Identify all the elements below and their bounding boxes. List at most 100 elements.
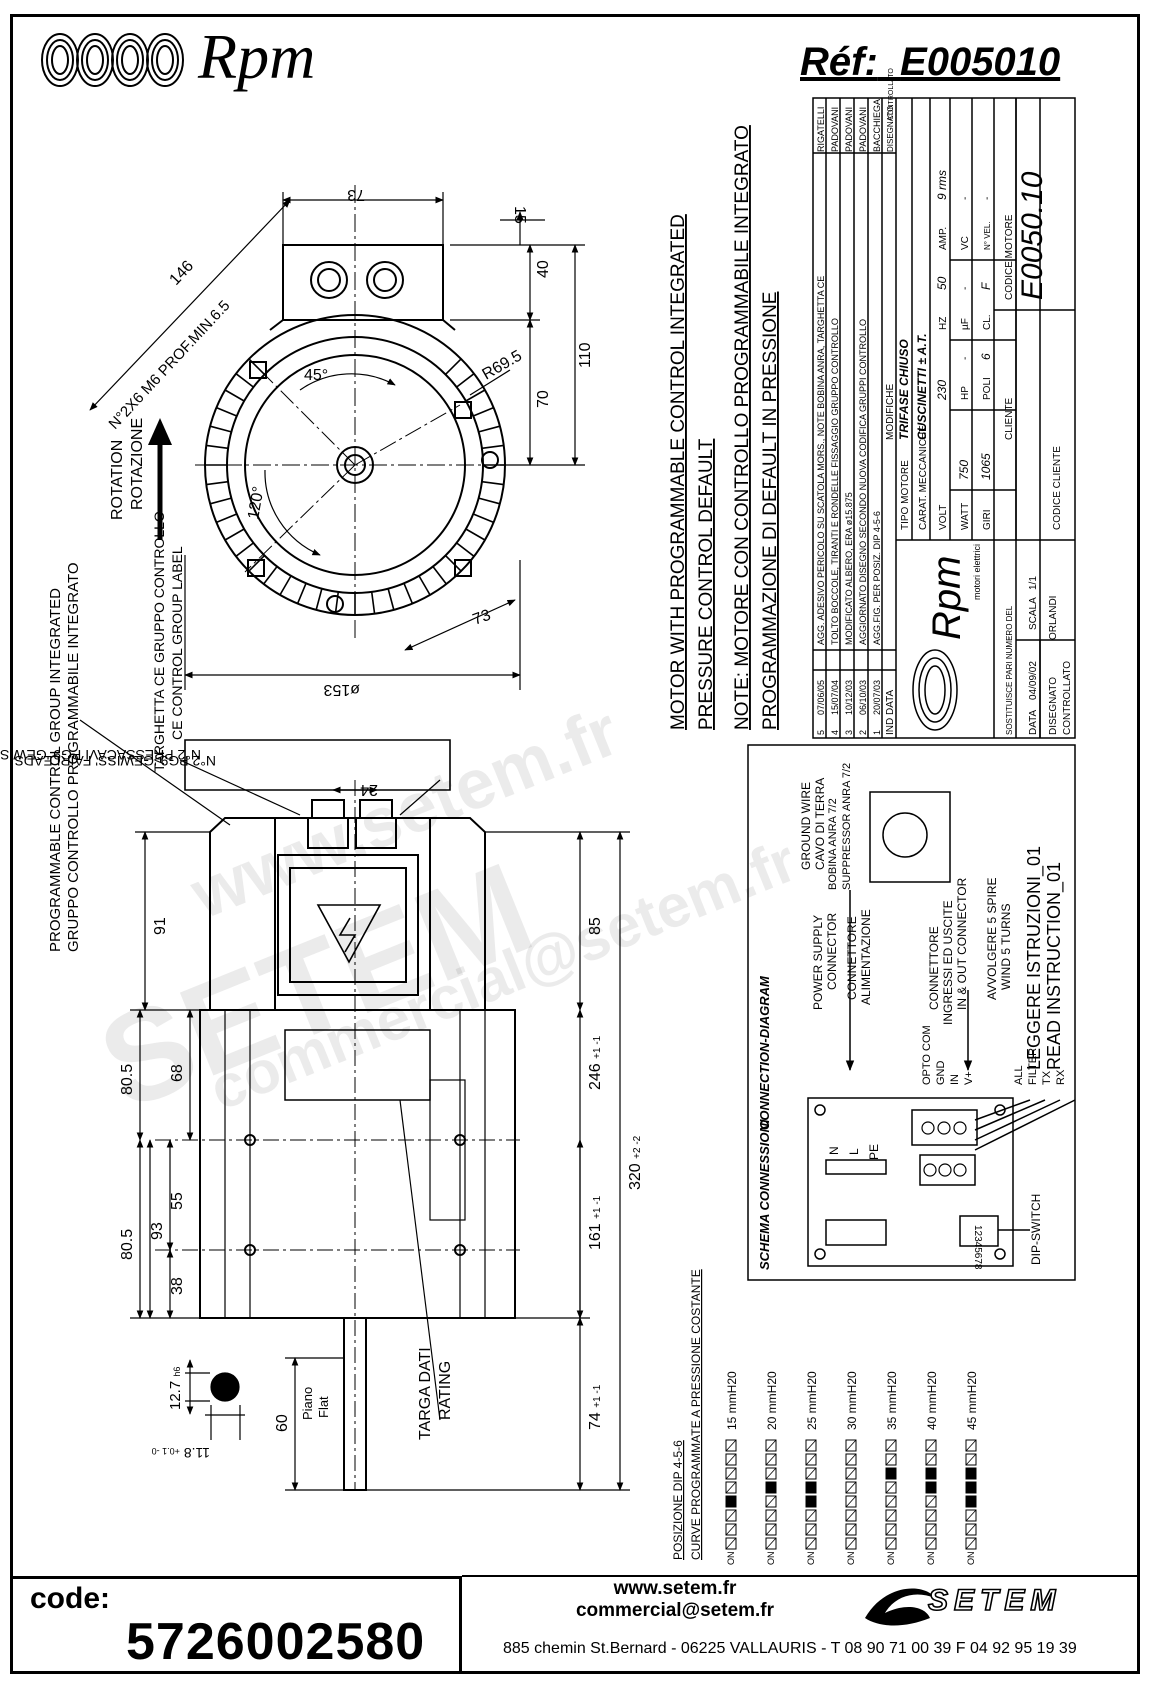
dip-switch-hatch bbox=[885, 1439, 897, 1452]
front-view bbox=[195, 185, 520, 640]
dim-60: 60 bbox=[274, 1414, 291, 1432]
dip-switch-cell bbox=[965, 1495, 977, 1508]
data: 04/09/02 bbox=[1028, 661, 1039, 700]
note-line-3: NOTE: MOTORE CON CONTROLLO PROGRAMMABILE… bbox=[732, 125, 753, 730]
scala-label: SCALA bbox=[1028, 597, 1039, 630]
curve-label: 15 mmH20 bbox=[725, 1371, 739, 1430]
cable-en: N°2 PG9 'GEWISS' FAIRLEADS bbox=[14, 753, 216, 769]
website-link[interactable]: www.setem.fr bbox=[613, 1578, 737, 1599]
dim-11-8: 11.8 +0.1 -0 bbox=[152, 1445, 210, 1461]
curve-label: 35 mmH20 bbox=[885, 1371, 899, 1430]
dip-switch-hatch bbox=[805, 1537, 817, 1550]
dip-switch-hatch bbox=[805, 1467, 817, 1480]
read-it: LEGGERE ISTRUZIONI_01 bbox=[1024, 846, 1045, 1070]
dip-on-label: ON bbox=[846, 1552, 856, 1566]
wind-it: AVVOLGERE 5 SPIRE bbox=[985, 878, 999, 1001]
cooling-fin bbox=[209, 497, 232, 505]
dip-switch-hatch bbox=[845, 1509, 857, 1522]
dip-switch-hatch bbox=[925, 1523, 937, 1536]
serial-rx: RX bbox=[1055, 1069, 1067, 1085]
title-brand-sub: motori elettrici bbox=[972, 544, 982, 600]
schema-title-it: SCHEMA CONNESSIONI bbox=[757, 1119, 772, 1270]
poli-label: POLI bbox=[982, 377, 993, 400]
dip-on-label: ON bbox=[926, 1552, 936, 1566]
dim-80-5-a: 80.5 bbox=[119, 1064, 136, 1095]
curve-label: 45 mmH20 bbox=[965, 1371, 979, 1430]
rev-text: AGGIORNATO DISEGNO SECONDO NUOVA CODIFIC… bbox=[858, 319, 868, 645]
cooling-fin bbox=[403, 582, 414, 604]
drawing-frame bbox=[10, 14, 1140, 1674]
col-data: DATA bbox=[885, 689, 896, 715]
dim-246: 246 +1 -1 bbox=[587, 1035, 604, 1090]
hp: - bbox=[960, 357, 971, 360]
cooling-fin bbox=[206, 480, 229, 486]
coil-it: BOBINA ANRA 7/2 bbox=[827, 798, 839, 890]
dim-55: 55 bbox=[169, 1192, 186, 1210]
contact: www.setem.fr commercial@setem.fr bbox=[560, 1578, 790, 1622]
connection-texts: SCHEMA CONNESSIONI CONNECTION-DIAGRAM PO… bbox=[757, 763, 1067, 1270]
rev-date: 20/07/03 bbox=[872, 680, 882, 715]
cooling-fin bbox=[478, 425, 501, 433]
cooling-fin bbox=[370, 591, 376, 614]
dip-switch-hatch bbox=[965, 1509, 977, 1522]
dip-switch-cell bbox=[925, 1467, 937, 1480]
amp-label: AMP. bbox=[938, 227, 949, 250]
pcg-en: PROGRAMMABLE CONTROL GROUP INTEGRATED bbox=[47, 588, 64, 952]
email-link[interactable]: commercial@setem.fr bbox=[575, 1600, 775, 1621]
pin-gnd: GND bbox=[935, 1061, 947, 1086]
cooling-fin bbox=[465, 528, 486, 541]
dip-on-label: ON bbox=[806, 1552, 816, 1566]
dim-85: 85 bbox=[587, 917, 604, 935]
rev-ind: 1 bbox=[872, 730, 882, 735]
cooling-fin bbox=[481, 480, 504, 486]
dip-switch-hatch bbox=[765, 1495, 777, 1508]
side-dimensions bbox=[79, 719, 630, 1491]
dip-on-label: ON bbox=[886, 1552, 896, 1566]
ce-label-en: CE CONTROL GROUP LABEL bbox=[169, 546, 185, 740]
rev-text: AGG. ADESIVO PERICOLO SU SCATOLA MORS., … bbox=[816, 276, 826, 645]
curve-label: 20 mmH20 bbox=[765, 1371, 779, 1430]
dip-switch-hatch bbox=[845, 1523, 857, 1536]
giri-label: GIRI bbox=[982, 509, 993, 530]
dip-switch-hatch bbox=[885, 1509, 897, 1522]
dip-switch-cell bbox=[925, 1481, 937, 1494]
rev-ind: 2 bbox=[858, 730, 868, 735]
dip-switch-hatch bbox=[885, 1481, 897, 1494]
uf: - bbox=[960, 287, 971, 290]
cliente-label: CLIENTE bbox=[1004, 397, 1015, 440]
flat-en: Flat bbox=[316, 1396, 331, 1418]
dip-switch-hatch bbox=[965, 1523, 977, 1536]
terminal-n: N bbox=[827, 1146, 841, 1155]
dim-15: 15 bbox=[511, 206, 528, 224]
rev-text: MODIFICATO ALBERO, ERA ø15.875 bbox=[844, 492, 854, 645]
dip-numbers: 12345678 bbox=[972, 1225, 983, 1270]
dip-switch-hatch bbox=[765, 1537, 777, 1550]
setem-swirl-icon bbox=[865, 1588, 935, 1626]
curve-label: 25 mmH20 bbox=[805, 1371, 819, 1430]
title-brand: Rpm bbox=[925, 556, 969, 640]
col-disegnato: DISEGNATO bbox=[886, 106, 895, 152]
dip-switch-cell bbox=[725, 1495, 737, 1508]
codice-cliente-label: CODICE CLIENTE bbox=[1052, 446, 1063, 530]
coil-en: SUPPRESSOR ANRA 7/2 bbox=[841, 763, 853, 890]
dip-switch-hatch bbox=[725, 1467, 737, 1480]
dip-switch-label: DIP-SWITCH bbox=[1029, 1194, 1043, 1265]
ground-it: CAVO DI TERRA bbox=[813, 778, 827, 870]
col-modifiche: MODIFICHE bbox=[885, 384, 896, 440]
sostituisce: - bbox=[1004, 637, 1015, 640]
dim-38: 38 bbox=[169, 1277, 186, 1295]
dip-switch-hatch bbox=[805, 1523, 817, 1536]
dim-80-5-b: 80.5 bbox=[119, 1229, 136, 1260]
dim-r695: R69.5 bbox=[480, 347, 526, 383]
dim-73-top: 73 bbox=[347, 186, 365, 203]
dip-switch-cell bbox=[765, 1481, 777, 1494]
cl-label: CL. bbox=[982, 314, 993, 330]
dim-68: 68 bbox=[169, 1064, 186, 1082]
col-controllato: CONTROLLATO bbox=[888, 68, 895, 120]
dim-110: 110 bbox=[577, 342, 594, 368]
rev-date: 07/06/05 bbox=[816, 680, 826, 715]
dip-switch-cell bbox=[965, 1467, 977, 1480]
cooling-fin bbox=[279, 575, 292, 596]
dip-switch-hatch bbox=[925, 1439, 937, 1452]
dim-146: 146 bbox=[166, 258, 197, 289]
